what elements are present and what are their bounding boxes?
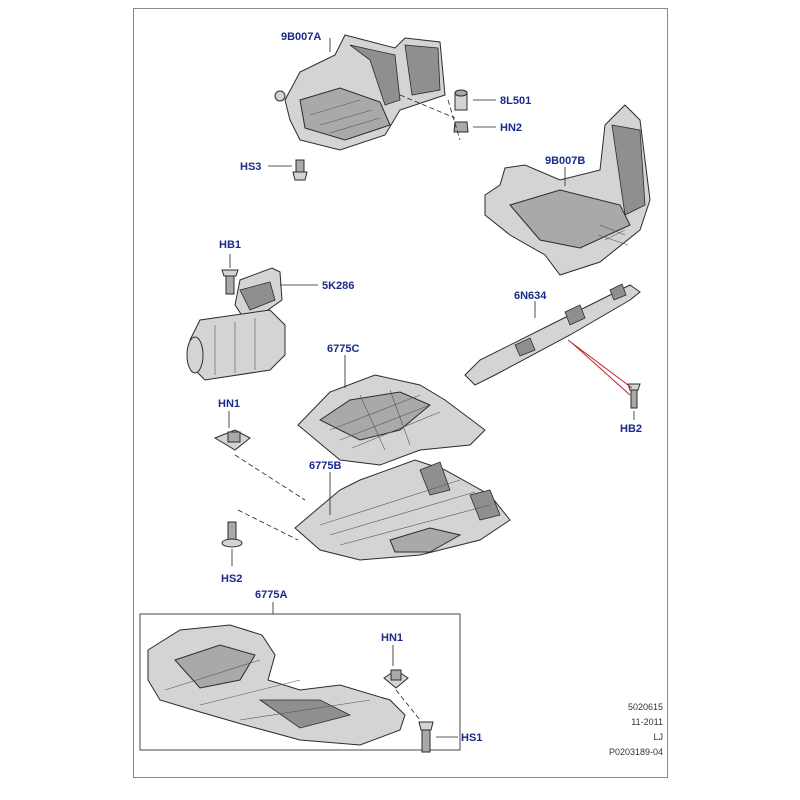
rail-6n634[interactable] bbox=[464, 283, 641, 386]
callout-hn1-lower: HN1 bbox=[381, 632, 403, 644]
diagram-footer: 5020615 11-2011 LJ P0203189-04 bbox=[609, 700, 663, 760]
bolt-hb2[interactable] bbox=[627, 383, 641, 409]
callout-6775c: 6775C bbox=[327, 343, 359, 355]
footer-initials: LJ bbox=[653, 732, 663, 742]
callout-9b007a: 9B007A bbox=[281, 31, 321, 43]
spacer-8l501[interactable] bbox=[454, 89, 468, 111]
callout-6n634: 6N634 bbox=[514, 290, 547, 302]
panel-6775a[interactable] bbox=[147, 624, 406, 746]
screw-hs3[interactable] bbox=[292, 159, 308, 181]
callout-hb1: HB1 bbox=[219, 239, 241, 251]
callout-hs2: HS2 bbox=[221, 573, 242, 585]
nut-hn2[interactable] bbox=[453, 121, 469, 133]
callout-6775b: 6775B bbox=[309, 460, 341, 472]
callout-6775a: 6775A bbox=[255, 589, 287, 601]
footer-ref: P0203189-04 bbox=[608, 747, 663, 757]
shield-9b007a[interactable] bbox=[274, 34, 446, 151]
panel-6775c[interactable] bbox=[297, 374, 486, 466]
bracket-5k286[interactable] bbox=[234, 267, 283, 321]
callout-9b007b: 9B007B bbox=[545, 155, 585, 167]
callout-8l501: 8L501 bbox=[500, 95, 531, 107]
nut-hn1-upper[interactable] bbox=[213, 429, 251, 451]
callout-hn1-upper: HN1 bbox=[218, 398, 240, 410]
screw-hs1[interactable] bbox=[418, 721, 434, 753]
callout-hb2: HB2 bbox=[620, 423, 642, 435]
callout-5k286: 5K286 bbox=[322, 280, 354, 292]
nut-hn1-lower[interactable] bbox=[383, 669, 409, 689]
callout-hn2: HN2 bbox=[500, 122, 522, 134]
callout-hs1: HS1 bbox=[461, 732, 482, 744]
screw-hs2[interactable] bbox=[221, 521, 243, 548]
callout-hs3: HS3 bbox=[240, 161, 261, 173]
footer-code: 5020615 bbox=[627, 702, 663, 712]
panel-6775a-inset bbox=[139, 613, 461, 751]
footer-date: 11-2011 bbox=[631, 717, 663, 727]
starter-motor bbox=[186, 309, 286, 381]
bolt-hb1[interactable] bbox=[221, 269, 239, 295]
panel-6775b[interactable] bbox=[294, 459, 511, 561]
shield-9b007b[interactable] bbox=[484, 104, 651, 276]
